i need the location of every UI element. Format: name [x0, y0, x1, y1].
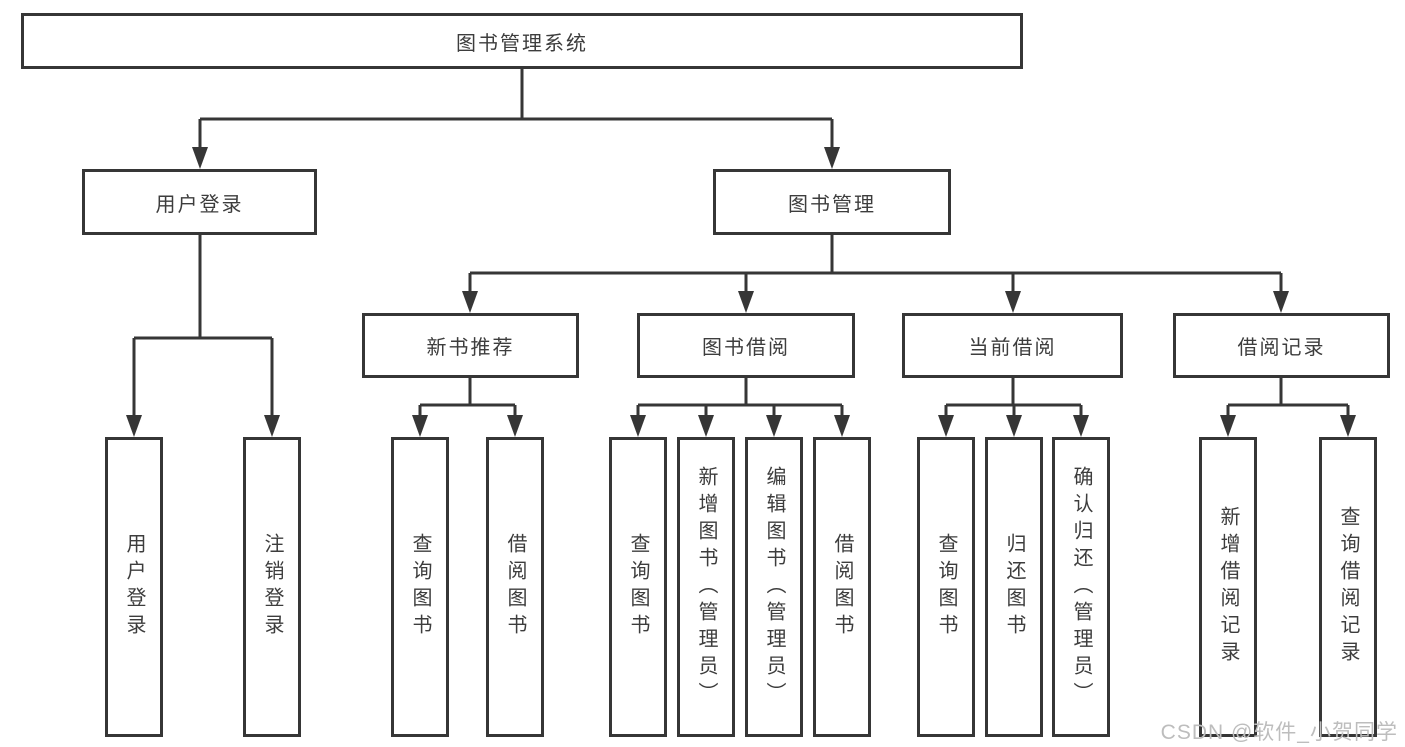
- connector-user-login-split: [132, 235, 274, 419]
- arrowhead-icon: [507, 415, 523, 437]
- node-label: 图书借阅: [702, 337, 790, 359]
- connector-root-split: [198, 69, 834, 151]
- connector-current-borrow-split: [944, 378, 1083, 419]
- node-new-book-recommend: 新书推荐: [362, 313, 579, 378]
- node-label: 查询借阅记录: [1337, 506, 1359, 668]
- csdn-watermark: CSDN @软件_小贺同学: [1160, 721, 1398, 744]
- arrowhead-icon: [462, 291, 478, 313]
- node-label: 注销登录: [261, 533, 283, 641]
- leaf-edit-book-admin: 编辑图书（管理员）: [745, 437, 803, 737]
- connector-book-borrow-split: [636, 378, 844, 419]
- node-label: 借阅图书: [831, 533, 853, 641]
- arrowhead-icon: [766, 415, 782, 437]
- node-user-login: 用户登录: [82, 169, 317, 235]
- arrowhead-icon: [1005, 291, 1021, 313]
- arrowhead-icon: [630, 415, 646, 437]
- leaf-query-books-recommend: 查询图书: [391, 437, 449, 737]
- leaf-add-borrow-record: 新增借阅记录: [1199, 437, 1257, 737]
- node-label: 用户登录: [155, 193, 244, 216]
- node-label: 查询图书: [935, 533, 957, 641]
- node-label: 当前借阅: [968, 337, 1057, 359]
- node-label: 图书管理: [788, 193, 876, 216]
- node-label: 编辑图书（管理员）: [763, 465, 785, 709]
- node-label: 用户登录: [123, 533, 145, 641]
- node-label: 图书管理系统: [456, 32, 588, 55]
- arrowhead-icon: [264, 415, 280, 437]
- leaf-add-book-admin: 新增图书（管理员）: [677, 437, 735, 737]
- node-label: 新增图书（管理员）: [695, 465, 717, 709]
- connector-borrow-records-split: [1226, 378, 1350, 419]
- leaf-logout: 注销登录: [243, 437, 301, 737]
- arrowhead-icon: [1073, 415, 1089, 437]
- arrowhead-icon: [126, 415, 142, 437]
- node-library-management-system: 图书管理系统: [21, 13, 1023, 69]
- leaf-query-borrow-record: 查询借阅记录: [1319, 437, 1377, 737]
- leaf-borrow-books: 借阅图书: [813, 437, 871, 737]
- leaf-return-book: 归还图书: [985, 437, 1043, 737]
- arrowhead-icon: [824, 147, 840, 169]
- arrowhead-icon: [738, 291, 754, 313]
- node-label: 查询图书: [409, 533, 431, 641]
- arrowhead-icon: [1006, 415, 1022, 437]
- node-label: 借阅记录: [1237, 337, 1326, 359]
- node-current-borrow: 当前借阅: [902, 313, 1123, 378]
- leaf-query-books-current: 查询图书: [917, 437, 975, 737]
- leaf-query-books-borrow: 查询图书: [609, 437, 667, 737]
- arrowhead-icon: [412, 415, 428, 437]
- node-label: 借阅图书: [504, 533, 526, 641]
- arrowhead-icon: [698, 415, 714, 437]
- leaf-borrow-books-recommend: 借阅图书: [486, 437, 544, 737]
- node-label: 新书推荐: [426, 337, 515, 359]
- node-label: 新增借阅记录: [1217, 506, 1239, 668]
- arrowhead-icon: [192, 147, 208, 169]
- node-borrow-records: 借阅记录: [1173, 313, 1390, 378]
- node-book-borrow: 图书借阅: [637, 313, 855, 378]
- leaf-user-login: 用户登录: [105, 437, 163, 737]
- arrowhead-icon: [938, 415, 954, 437]
- arrowhead-icon: [1220, 415, 1236, 437]
- node-label: 查询图书: [627, 533, 649, 641]
- connector-new-book-recommend-split: [418, 378, 517, 419]
- arrowhead-icon: [834, 415, 850, 437]
- connector-book-management-split: [468, 235, 1283, 295]
- arrowhead-icon: [1273, 291, 1289, 313]
- leaf-confirm-return-admin: 确认归还（管理员）: [1052, 437, 1110, 737]
- arrowhead-icon: [1340, 415, 1356, 437]
- node-book-management: 图书管理: [713, 169, 951, 235]
- node-label: 归还图书: [1003, 533, 1025, 641]
- node-label: 确认归还（管理员）: [1070, 465, 1092, 709]
